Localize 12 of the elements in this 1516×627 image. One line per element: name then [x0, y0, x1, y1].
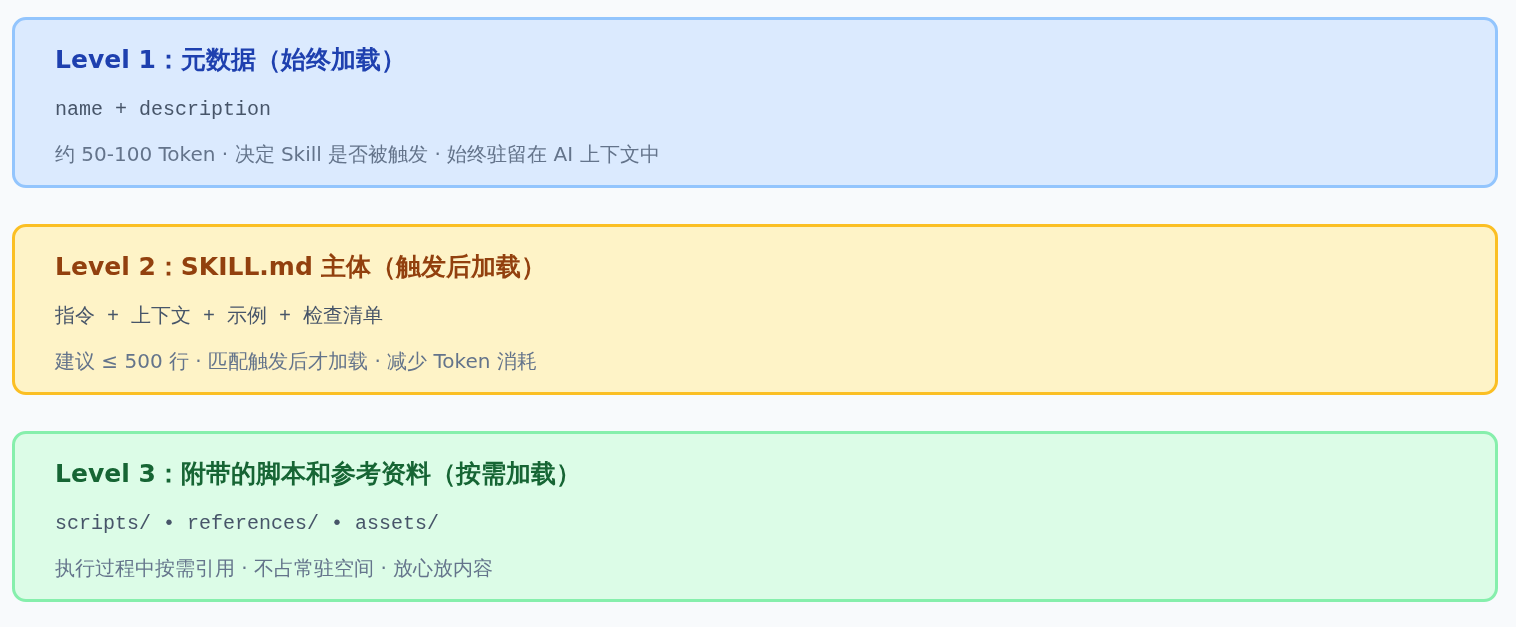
level-heading: Level 3：附带的脚本和参考资料（按需加载）: [55, 459, 581, 489]
description-text: 约 50-100 Token · 决定 Skill 是否被触发 · 始终驻留在 AI 上下文中: [55, 142, 660, 166]
content-list: scripts/ • references/ • assets/: [55, 512, 440, 536]
level-heading: Level 2：SKILL.md 主体（触发后加载）: [55, 252, 547, 282]
content-list: 指令 + 上下文 + 示例 + 检查清单: [55, 305, 384, 329]
content-list: name + description: [55, 98, 272, 122]
level-panel: [12, 17, 1498, 188]
description-text: 执行过程中按需引用 · 不占常驻空间 · 放心放内容: [55, 556, 494, 580]
description-text: 建议 ≤ 500 行 · 匹配触发后才加载 · 减少 Token 消耗: [55, 349, 537, 373]
level-heading: Level 1：元数据（始终加载）: [55, 45, 406, 75]
level-panel: [12, 224, 1498, 395]
level-panel: [12, 431, 1498, 602]
